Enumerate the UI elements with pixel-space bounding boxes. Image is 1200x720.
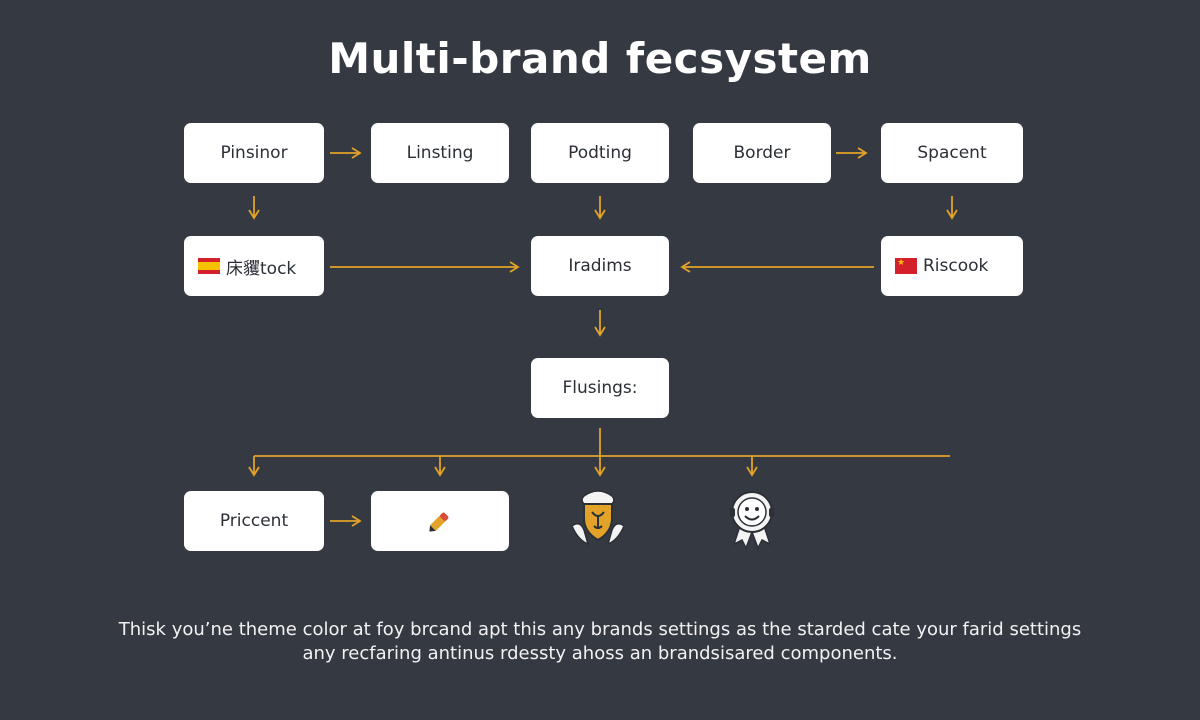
shield-emblem-icon (571, 490, 625, 546)
node-pencil (371, 491, 509, 551)
node-pinsinor: Pinsinor (184, 123, 324, 183)
node-label: Linsting (406, 143, 474, 163)
node-tock: 床貜tock (184, 236, 324, 296)
node-linsting: Linsting (371, 123, 509, 183)
face-badge-icon (730, 491, 774, 550)
node-label: Riscook (923, 256, 989, 276)
node-iradims: Iradims (531, 236, 669, 296)
node-border: Border (693, 123, 831, 183)
node-flusings: Flusings: (531, 358, 669, 418)
node-label: Podting (568, 143, 632, 163)
node-spacent: Spacent (881, 123, 1023, 183)
node-label: Iradims (568, 256, 632, 276)
caption-line-2: any recfaring antinus rdessty ahoss an b… (302, 643, 898, 664)
node-label: 床貜tock (226, 258, 297, 279)
node-label: Flusings: (562, 378, 638, 398)
node-label: Spacent (917, 143, 987, 163)
china-flag-icon (895, 258, 917, 274)
node-priccent: Priccent (184, 491, 324, 551)
node-riscook: Riscook (881, 236, 1023, 296)
node-label: Priccent (219, 511, 289, 531)
caption-line-1: Thisk you’ne theme color at foy brcand a… (118, 619, 1082, 640)
diagram-title: Multi-brand fecsystem (328, 34, 872, 83)
pencil-icon (429, 512, 449, 532)
node-podting: Podting (531, 123, 669, 183)
node-label: Pinsinor (220, 143, 288, 163)
node-label: Border (733, 143, 791, 163)
spain-flag-icon (198, 258, 220, 274)
